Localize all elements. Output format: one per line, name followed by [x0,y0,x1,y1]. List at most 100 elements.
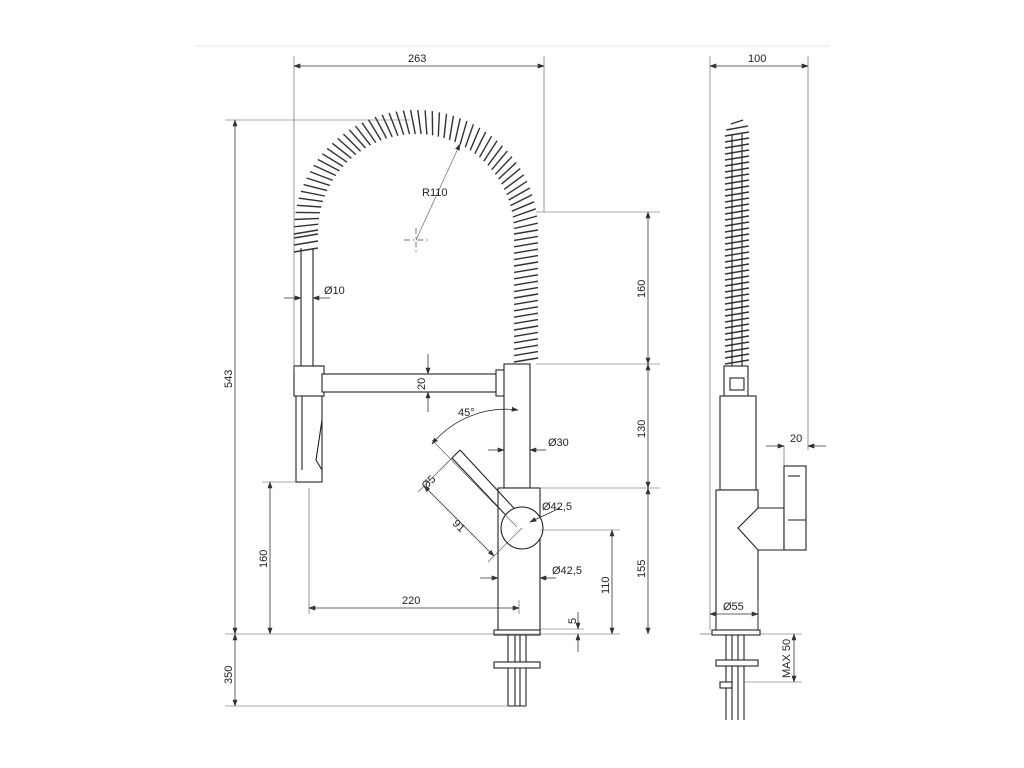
coil-turn [724,155,750,161]
coil-turn [508,187,531,201]
coil-turn [342,133,362,152]
side-body-upper [719,395,757,491]
coil-turn [724,161,750,167]
coil-turn [469,127,481,151]
coil-turn [724,335,750,341]
coil-turn [293,233,319,239]
coil-turn [513,267,539,274]
coil-turn [724,263,750,269]
base-flange [493,629,541,707]
dim-overall-height: 543 [223,370,235,388]
coil-turn [491,150,508,171]
coil-turn [511,201,535,212]
coil-turn [724,197,750,203]
dim-body-lower-height: 155 [636,560,648,578]
coil-turn [724,257,750,263]
coil-turn [724,341,750,347]
dim-spout-reach: 220 [402,595,420,607]
coil-turn [506,180,528,196]
coil-turn [513,293,539,299]
coil-turn [361,122,377,144]
coil-turn [730,119,744,125]
coil-turn [424,110,428,135]
coil-turn [313,164,337,177]
coil-turn [513,338,539,344]
coil-turn [513,350,539,357]
coil-turn [298,197,323,203]
coil-turn [724,287,750,293]
dim-flange-thickness: 5 [567,618,579,624]
coil-turn [317,158,340,172]
coil-turn [724,167,750,173]
coil-turn [443,113,448,139]
front-view: R110 263 543 350 160 Ø10 160 130 [223,53,660,707]
spring-coil [293,109,539,363]
coil-turn [303,183,328,192]
coil-turn [306,177,331,187]
coil-turn [513,248,539,254]
side-spring-coil [724,119,750,365]
coil-turn [513,306,539,312]
coil-turn [513,261,539,267]
coil-turn [367,119,382,141]
coil-turn [464,124,475,148]
side-hose [731,134,743,366]
coil-turn [296,204,322,208]
coil-turn [513,242,539,248]
coil-turn [513,312,539,318]
coil-turn [724,191,750,197]
dim-overall-width: 263 [408,53,426,65]
coil-turn [724,281,750,287]
coil-turn [483,140,498,162]
coil-turn [395,111,405,136]
coil-turn [474,131,487,155]
coil-turn [513,357,539,363]
dim-lever-hub-diameter: Ø42,5 [542,501,572,513]
coil-turn [724,305,750,311]
coil-turn [478,135,493,158]
coil-turn [354,125,372,146]
coil-turn [503,174,525,190]
coil-turn [513,229,539,235]
coil-turn [724,269,750,275]
coil-turn [724,347,750,353]
side-body-lower [715,489,759,635]
coil-turn [321,153,344,168]
coil-turn [724,353,750,359]
coil-turn [326,147,348,163]
coil-turn [724,329,750,335]
coil-turn [724,317,750,323]
coil-turn [381,114,393,138]
dim-base-height: 110 [600,576,612,594]
dim-side-base-diameter: Ø55 [723,601,744,613]
side-base [711,629,761,720]
coil-turn [724,293,750,299]
dim-arm-height: 20 [416,378,428,390]
coil-turn [724,203,750,209]
coil-turn [437,112,441,137]
coil-turn [724,359,750,365]
coil-turn [501,167,521,185]
coil-turn [513,286,539,293]
coil-turn [513,318,539,325]
coil-turn [724,245,750,251]
coil-turn [487,145,503,166]
coil-turn [724,227,750,233]
coil-turn [374,116,388,139]
coil-turn [724,299,750,305]
coil-turn [409,109,416,135]
coil-turn [337,137,357,156]
coil-turn [724,137,750,143]
dim-hose-diameter: Ø10 [324,285,345,297]
coil-turn [494,156,513,175]
coil-turn [293,229,319,235]
dim-base-diameter: Ø42,5 [552,565,582,577]
coil-turn [388,112,399,136]
dim-side-max-deck: MAX 50 [781,639,793,678]
coil-turn [513,299,539,306]
coil-turn [513,331,539,338]
coil-turn [459,120,468,145]
coil-turn [510,194,533,207]
hose [300,248,314,366]
